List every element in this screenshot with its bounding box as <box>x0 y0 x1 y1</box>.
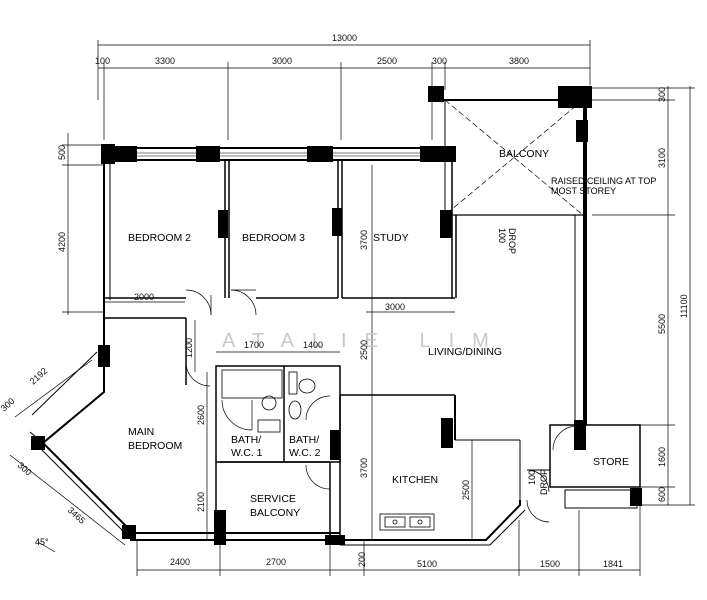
dim-corridor-1200: 1200 <box>184 338 194 358</box>
dim-right-3100: 3100 <box>657 148 667 168</box>
dim-bath-1400: 1400 <box>303 340 323 350</box>
raised-ceiling-note-line-2: MOST STOREY <box>551 186 616 196</box>
dimension-lines <box>9 40 695 576</box>
dim-left-500: 500 <box>57 145 67 160</box>
dim-bath-1700: 1700 <box>244 340 264 350</box>
study-label: STUDY <box>373 232 409 244</box>
angle-label: 45° <box>35 537 49 547</box>
dim-main-2600: 2600 <box>196 405 206 425</box>
drop-note-balcony-value: 100 <box>497 228 507 243</box>
dim-bottom-2700: 2700 <box>266 557 286 567</box>
main-bedroom-label-line-1: MAIN <box>128 426 154 438</box>
dim-bottom-5100: 5100 <box>417 559 437 569</box>
dim-right-600: 600 <box>657 487 667 502</box>
dim-bottom-1841: 1841 <box>603 559 623 569</box>
dim-top-3300: 3300 <box>155 56 175 66</box>
dim-study-3000: 3000 <box>385 302 405 312</box>
dim-right-300: 300 <box>657 87 667 102</box>
kitchen-label: KITCHEN <box>392 474 438 486</box>
service-balcony-label-line-1: SERVICE <box>250 493 296 505</box>
dim-left-4200: 4200 <box>57 232 67 252</box>
dim-right-5500: 5500 <box>657 314 667 334</box>
dim-diag-2192: 2192 <box>28 366 50 387</box>
dim-overall-top: 13000 <box>332 33 357 43</box>
drop-note-balcony-text: DROP <box>507 228 517 254</box>
dim-study-3700: 3700 <box>359 230 369 250</box>
dim-kitchen-3700: 3700 <box>359 458 369 478</box>
walls <box>29 88 641 546</box>
main-bedroom-label-line-2: BEDROOM <box>128 440 182 452</box>
door-swings <box>185 289 578 523</box>
dim-right-11100: 11100 <box>679 294 689 318</box>
store-label: STORE <box>593 456 629 468</box>
raised-ceiling-note-line-1: RAISED CEILING AT TOP <box>551 176 656 186</box>
dim-bottom-200: 200 <box>357 552 367 567</box>
dim-bedroom2-2000: 2000 <box>134 292 154 302</box>
dim-top-300: 300 <box>432 56 447 66</box>
service-balcony-label-line-2: BALCONY <box>250 507 300 519</box>
dim-kitchen-2500: 2500 <box>461 480 471 500</box>
bedroom-3-label: BEDROOM 3 <box>242 232 305 244</box>
dim-right-1600: 1600 <box>657 447 667 467</box>
dim-top-3800: 3800 <box>509 56 529 66</box>
drop-note-store-text: DROP <box>539 469 549 495</box>
dim-bottom-2400: 2400 <box>170 557 190 567</box>
dim-top-100: 100 <box>95 56 110 66</box>
bath-wc-1-label-line-2: W.C. 1 <box>231 447 263 459</box>
dim-diag-300-lower: 300 <box>16 460 34 477</box>
dim-diag-3465: 3465 <box>66 505 88 526</box>
structural-columns <box>31 86 642 545</box>
bath-wc-2-label-line-1: BATH/ <box>289 434 319 446</box>
dim-living-2500: 2500 <box>359 340 369 360</box>
dim-diag-300-upper: 300 <box>0 396 17 413</box>
dim-top-2500: 2500 <box>377 56 397 66</box>
fixtures <box>221 369 435 531</box>
dim-main-2100: 2100 <box>196 492 206 512</box>
dim-top-3000: 3000 <box>272 56 292 66</box>
dim-bottom-1500: 1500 <box>540 559 560 569</box>
drop-note-store-value: 100 <box>527 470 537 485</box>
bedroom-2-label: BEDROOM 2 <box>128 232 191 244</box>
room-labels: BEDROOM 2 BEDROOM 3 STUDY BALCONY RAISED… <box>35 148 656 547</box>
watermark: ATALIE LIM <box>222 330 507 352</box>
living-dining-label: LIVING/DINING <box>428 346 502 358</box>
bath-wc-1-label-line-1: BATH/ <box>231 434 261 446</box>
bath-wc-2-label-line-2: W.C. 2 <box>289 447 321 459</box>
balcony-label: BALCONY <box>499 148 549 160</box>
